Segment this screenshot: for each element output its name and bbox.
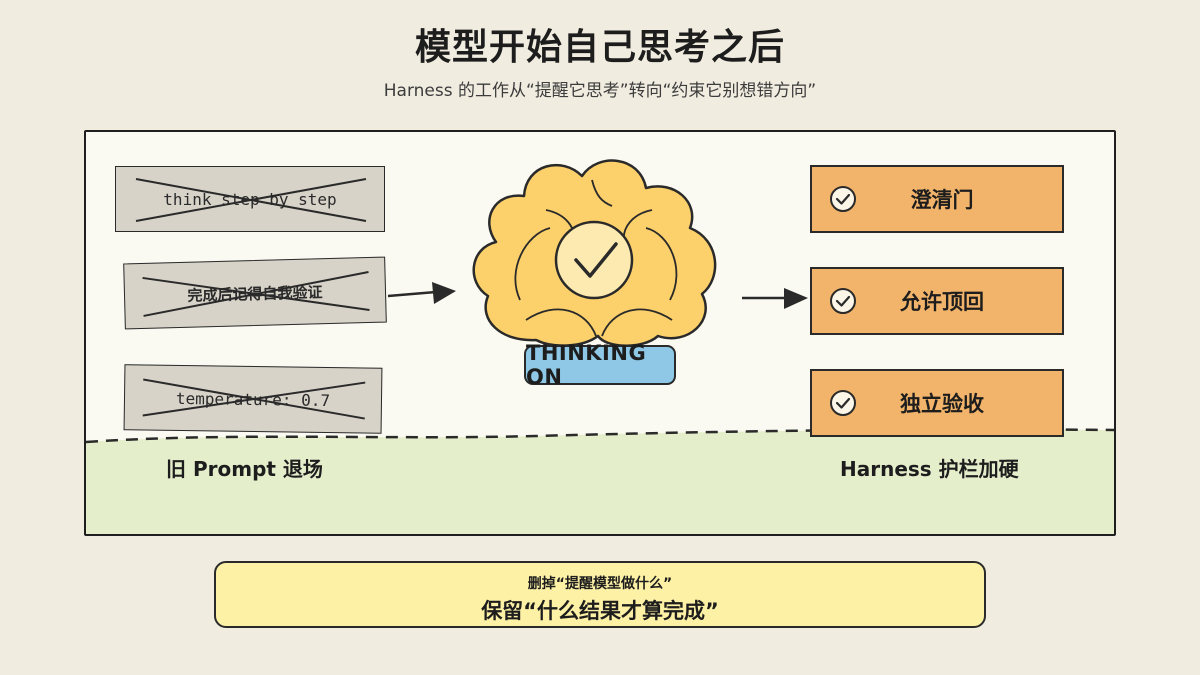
gate-box-pushback: 允许顶回 (810, 267, 1064, 335)
ground-area (86, 428, 1114, 534)
gate-label: 允许顶回 (900, 290, 984, 314)
cross-out-icon (142, 378, 366, 420)
page-subtitle: Harness 的工作从“提醒它思考”转向“约束它别想错方向” (383, 81, 817, 101)
arrow-right-icon (387, 282, 456, 304)
old-prompt-text: think step by step (163, 189, 337, 209)
note-line-1: 删掉“提醒模型做什么” (527, 576, 673, 592)
cross-out-icon (142, 271, 370, 317)
thinking-on-tag: THINKING ON (524, 341, 676, 389)
arrow-right-icon (742, 288, 808, 309)
old-prompt-box: 完成后记得自我验证 (123, 256, 387, 330)
brain-cloud-icon (472, 159, 717, 347)
check-circle-icon (830, 288, 856, 314)
summary-note: 删掉“提醒模型做什么” 保留“什么结果才算完成” (214, 561, 986, 628)
old-prompt-box: think step by step (115, 166, 385, 232)
page-title: 模型开始自己思考之后 (414, 27, 785, 68)
check-circle-icon (830, 390, 856, 416)
right-section-label: Harness 护栏加硬 (840, 457, 1019, 481)
gate-box-clarify: 澄清门 (810, 165, 1064, 233)
old-prompt-text: temperature: 0.7 (175, 388, 331, 410)
cross-out-icon (135, 178, 367, 222)
old-prompt-box: temperature: 0.7 (123, 364, 383, 434)
old-prompt-text: 完成后记得自我验证 (187, 282, 323, 305)
left-section-label: 旧 Prompt 退场 (166, 457, 323, 481)
gate-label: 澄清门 (910, 188, 974, 212)
note-line-2: 保留“什么结果才算完成” (481, 599, 719, 623)
gate-label: 独立验收 (900, 392, 984, 416)
check-circle-icon (830, 186, 856, 212)
gate-box-acceptance: 独立验收 (810, 369, 1064, 437)
